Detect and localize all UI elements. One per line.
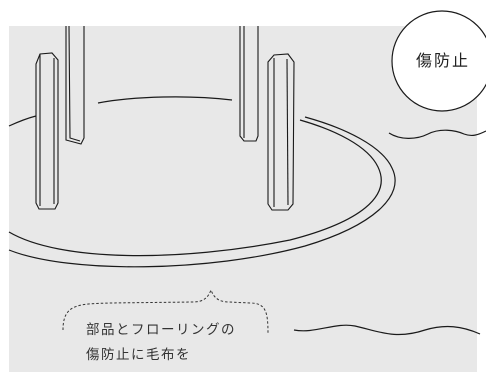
table-legs bbox=[35, 25, 295, 211]
caption-line-2: 傷防止に毛布を bbox=[86, 347, 191, 363]
badge-circle bbox=[391, 10, 486, 112]
caption-line-1: 部品とフローリングの bbox=[86, 322, 236, 338]
floor-wave-lines bbox=[293, 129, 486, 336]
dashed-brace bbox=[62, 288, 269, 335]
blanket-outline bbox=[8, 96, 396, 268]
badge-label: 傷防止 bbox=[415, 51, 470, 70]
caption-text: 部品とフローリングの 傷防止に毛布を bbox=[86, 318, 236, 368]
